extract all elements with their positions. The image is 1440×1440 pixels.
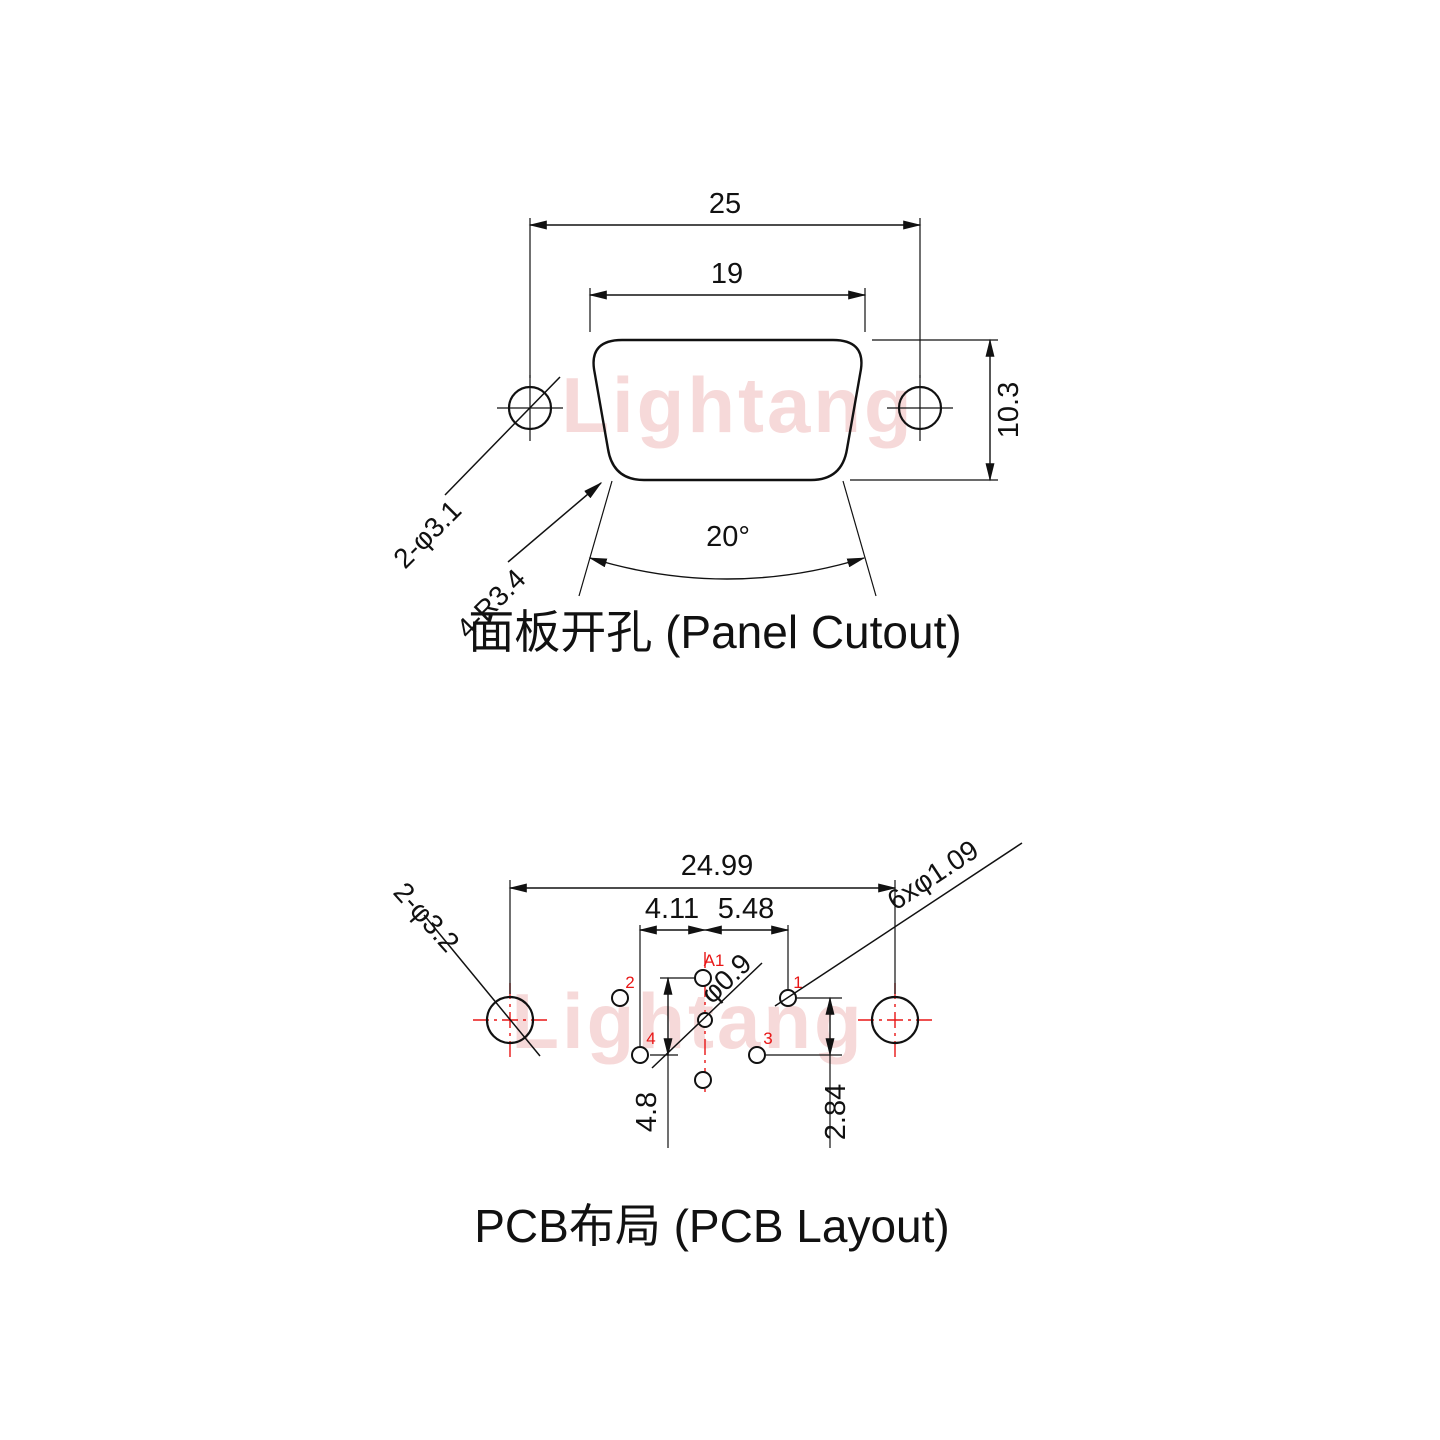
label-6x-phi-1-09: 6xφ1.09 bbox=[882, 834, 984, 916]
pcb-layout-drawing: 2 A1 1 4 3 24.99 4.11 5.48 6xφ1.09 bbox=[388, 834, 1023, 1252]
pcb-mount-hole-left bbox=[485, 995, 535, 1045]
panel-mount-hole-right bbox=[887, 375, 953, 441]
dimension-width-outer: 25 bbox=[528, 188, 922, 378]
dim-text-5-48: 5.48 bbox=[718, 893, 774, 925]
leader-line bbox=[774, 842, 1023, 1007]
dim-text-24-99: 24.99 bbox=[681, 850, 754, 882]
pin-hole-3 bbox=[748, 1046, 766, 1064]
label-2-phi-3-1: 2-φ3.1 bbox=[387, 494, 467, 574]
panel-cutout-title: 面板开孔 (Panel Cutout) bbox=[468, 606, 961, 658]
dim-text-25: 25 bbox=[709, 188, 741, 220]
pin-hole-a1 bbox=[694, 969, 712, 987]
watermark-top: Lightang bbox=[561, 361, 914, 449]
angle-ext-right bbox=[842, 480, 877, 597]
dimension-pitch-left: 4.11 bbox=[638, 893, 707, 935]
angle-ext-left bbox=[578, 480, 613, 597]
dimension-height: 10.3 bbox=[850, 338, 1025, 482]
callout-mount-holes: 2-φ3.1 bbox=[387, 376, 561, 574]
dim-text-4-8: 4.8 bbox=[631, 1092, 663, 1132]
dim-text-2-84: 2.84 bbox=[820, 1084, 852, 1140]
pin-hole-center-0-9 bbox=[697, 1012, 713, 1028]
pin-label-3: 3 bbox=[763, 1029, 772, 1048]
dimension-mount-span: 24.99 bbox=[508, 850, 897, 994]
dimension-draft-angle: 20° bbox=[578, 480, 877, 597]
pcb-mount-hole-right bbox=[870, 995, 920, 1045]
dim-text-19: 19 bbox=[711, 258, 743, 290]
leader-line bbox=[444, 376, 561, 496]
dsub-cutout-outline bbox=[592, 338, 863, 482]
panel-cutout-drawing: 25 19 10.3 2-φ3.1 4-R3.4 bbox=[387, 188, 1025, 658]
pin-label-2: 2 bbox=[625, 973, 634, 992]
pin-hole-4 bbox=[631, 1046, 649, 1064]
pcb-layout-title: PCB布局 (PCB Layout) bbox=[474, 1200, 949, 1252]
dimension-width-inner: 19 bbox=[588, 258, 867, 332]
dim-text-20deg: 20° bbox=[706, 521, 750, 553]
pin-label-1: 1 bbox=[793, 973, 802, 992]
label-2-phi-3-2: 2-φ3.2 bbox=[388, 876, 466, 958]
pin-label-4: 4 bbox=[646, 1029, 655, 1048]
dim-text-4-11: 4.11 bbox=[645, 893, 699, 925]
dimension-row-span: 4.8 bbox=[631, 976, 694, 1148]
angle-arc bbox=[588, 557, 866, 580]
leader-line bbox=[507, 482, 603, 563]
pin-label-a1: A1 bbox=[704, 951, 725, 970]
watermark-bottom: Lightang bbox=[511, 977, 864, 1065]
callout-pcb-mount-holes: 2-φ3.2 bbox=[388, 876, 541, 1057]
pin-hole-2 bbox=[611, 989, 629, 1007]
dim-text-10-3: 10.3 bbox=[993, 382, 1025, 438]
dimension-row-offset: 2.84 bbox=[766, 996, 852, 1148]
leader-line bbox=[423, 914, 541, 1057]
dimension-pitch-right: 5.48 bbox=[703, 893, 790, 935]
pin-hole-bottom-center bbox=[694, 1071, 712, 1089]
